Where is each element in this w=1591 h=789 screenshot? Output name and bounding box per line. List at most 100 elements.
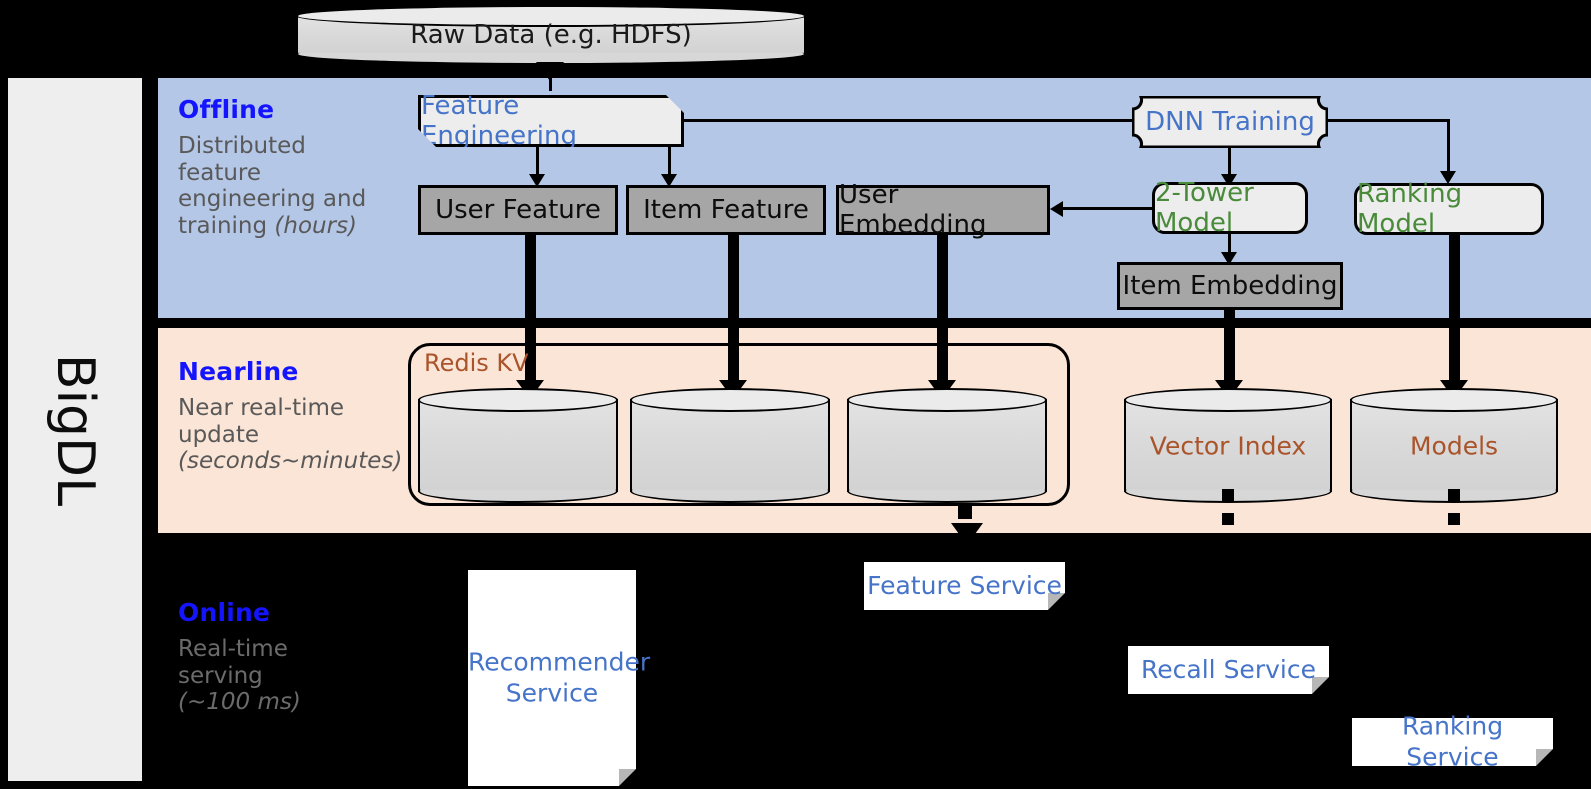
- vector-index-store[interactable]: Vector Index: [1124, 388, 1332, 503]
- user-embedding-box[interactable]: User Embedding: [836, 180, 1050, 240]
- models-store[interactable]: Models: [1350, 388, 1558, 503]
- note-fold-corner: [1312, 677, 1329, 694]
- note-fold-corner: [1048, 593, 1065, 610]
- note-fold-corner: [1536, 749, 1553, 766]
- offline-caption: Offline Distributed feature engineering …: [178, 95, 378, 240]
- arrowhead-twotower-itemembedding: [1221, 252, 1237, 265]
- cylinder-body: [418, 399, 618, 492]
- two-tower-model-label: 2-Tower Model: [1155, 178, 1254, 238]
- pipe-itemembedding-vectorindex: [1224, 310, 1235, 390]
- redis-kv-container: [408, 343, 1070, 506]
- connector-fe-itemfeature: [668, 147, 671, 180]
- pipe-itemfeature-kv: [728, 235, 739, 390]
- arrowhead-kv-featureservice: [951, 523, 983, 545]
- online-title: Online: [178, 598, 271, 627]
- bigdl-label: BigDL: [45, 353, 105, 506]
- connector-fe-userfeature: [536, 147, 539, 180]
- nearline-subtitle-l1: Near real-time: [178, 395, 345, 421]
- kv-store-item-feature[interactable]: [630, 388, 830, 503]
- user-feature-label: User Feature: [435, 195, 601, 225]
- cylinder-body: [1124, 399, 1332, 492]
- cylinder-top: [847, 388, 1047, 412]
- online-subtitle-emphasis: (~100 ms): [178, 689, 301, 716]
- offline-subtitle-l1: Distributed: [178, 133, 306, 159]
- raw-data-store: Raw Data (e.g. HDFS): [296, 5, 806, 65]
- connector-dnn-ranking-v: [1447, 119, 1450, 176]
- note-paper: [1352, 718, 1553, 766]
- online-subtitle-l2: serving: [178, 662, 263, 689]
- feature-service-note[interactable]: Feature Service: [864, 562, 1065, 610]
- kv-store-user-feature[interactable]: [418, 388, 618, 503]
- pipe-userfeature-kv: [525, 235, 536, 390]
- feature-engineering-box[interactable]: Feature Engineering: [418, 95, 684, 147]
- item-embedding-box[interactable]: Item Embedding: [1117, 262, 1343, 310]
- card-shape-outline: [1132, 96, 1328, 148]
- cylinder-body: [1350, 399, 1558, 492]
- online-subtitle: Real-time serving (~100 ms): [178, 636, 388, 716]
- models-label: Models: [1409, 431, 1499, 460]
- redis-kv-label: Redis KV: [424, 349, 529, 377]
- ranking-model-box[interactable]: Ranking Model: [1354, 179, 1544, 239]
- recommender-service-label: Recommender Service: [468, 647, 651, 708]
- recommender-service-note[interactable]: Recommender Service: [468, 570, 651, 786]
- arrowhead-rawdata-fe: [536, 62, 564, 81]
- dash-ranking-2: [1448, 513, 1460, 525]
- note-paper: [468, 570, 636, 786]
- user-embedding-label: User Embedding: [839, 180, 987, 240]
- raw-data-label: Raw Data (e.g. HDFS): [410, 20, 692, 50]
- nearline-subtitle-emphasis: (seconds~minutes): [178, 448, 403, 475]
- recall-service-note[interactable]: Recall Service: [1128, 646, 1329, 694]
- user-feature-box[interactable]: User Feature: [418, 185, 618, 235]
- feature-service-label: Feature Service: [867, 570, 1062, 600]
- arrowhead-twotower-userembedding: [1050, 201, 1063, 217]
- offline-subtitle-l3: engineering and: [178, 186, 367, 213]
- item-feature-box[interactable]: Item Feature: [626, 185, 826, 235]
- two-tower-model-box[interactable]: 2-Tower Model: [1152, 178, 1308, 238]
- online-caption: Online Real-time serving (~100 ms): [178, 598, 388, 716]
- connector-dnn-twotower: [1228, 148, 1231, 180]
- connector-dnn-ranking-h: [1328, 119, 1450, 122]
- offline-subtitle-l2: feature: [178, 159, 262, 186]
- feature-engineering-label: Feature Engineering: [421, 91, 577, 151]
- arrowhead-fe-itemfeature: [661, 174, 677, 187]
- dash-recall-2: [1222, 513, 1234, 525]
- ranking-model-label: Ranking Model: [1357, 179, 1463, 239]
- dash-featureservice-1: [958, 505, 972, 519]
- cylinder-top: [1124, 388, 1332, 412]
- online-subtitle-l1: Real-time: [178, 636, 288, 662]
- offline-title: Offline: [178, 95, 275, 124]
- dash-ranking-1: [1448, 489, 1460, 501]
- ranking-service-note[interactable]: Ranking Service: [1352, 712, 1553, 771]
- nearline-subtitle: Near real-time update (seconds~minutes): [178, 395, 408, 475]
- arrowhead-dnn-ranking: [1440, 171, 1456, 184]
- ranking-service-label: Ranking Service: [1401, 711, 1504, 772]
- connector-fe-dnn: [684, 119, 1135, 122]
- connector-twotower-itemembedding: [1228, 234, 1231, 258]
- dash-recall-1: [1222, 489, 1234, 501]
- note-paper: [864, 562, 1065, 610]
- note-fold-corner: [619, 769, 636, 786]
- cylinder-body: [630, 399, 830, 492]
- bigdl-platform-rail: BigDL: [8, 78, 142, 781]
- offline-subtitle-emphasis: (hours): [274, 213, 358, 240]
- dnn-training-label: DNN Training: [1145, 107, 1315, 137]
- kv-store-user-embedding[interactable]: [847, 388, 1047, 503]
- nearline-caption: Nearline Near real-time update (seconds~…: [178, 357, 408, 475]
- cylinder-top: [1350, 388, 1558, 412]
- cylinder-body: [847, 399, 1047, 492]
- note-paper: [1128, 646, 1329, 694]
- offline-subtitle-l4: training: [178, 213, 275, 240]
- cylinder-top: [418, 388, 618, 412]
- item-embedding-label: Item Embedding: [1122, 271, 1338, 301]
- dnn-training-box[interactable]: DNN Training: [1132, 96, 1328, 148]
- cylinder-top: [630, 388, 830, 412]
- connector-twotower-userembedding: [1063, 207, 1153, 210]
- cylinder-top: [296, 5, 806, 27]
- nearline-subtitle-l2: update: [178, 421, 260, 448]
- vector-index-label: Vector Index: [1149, 431, 1307, 460]
- recall-service-label: Recall Service: [1141, 654, 1316, 684]
- pipe-rankingmodel-models: [1449, 235, 1460, 390]
- item-feature-label: Item Feature: [643, 195, 809, 225]
- arrowhead-fe-userfeature: [529, 174, 545, 187]
